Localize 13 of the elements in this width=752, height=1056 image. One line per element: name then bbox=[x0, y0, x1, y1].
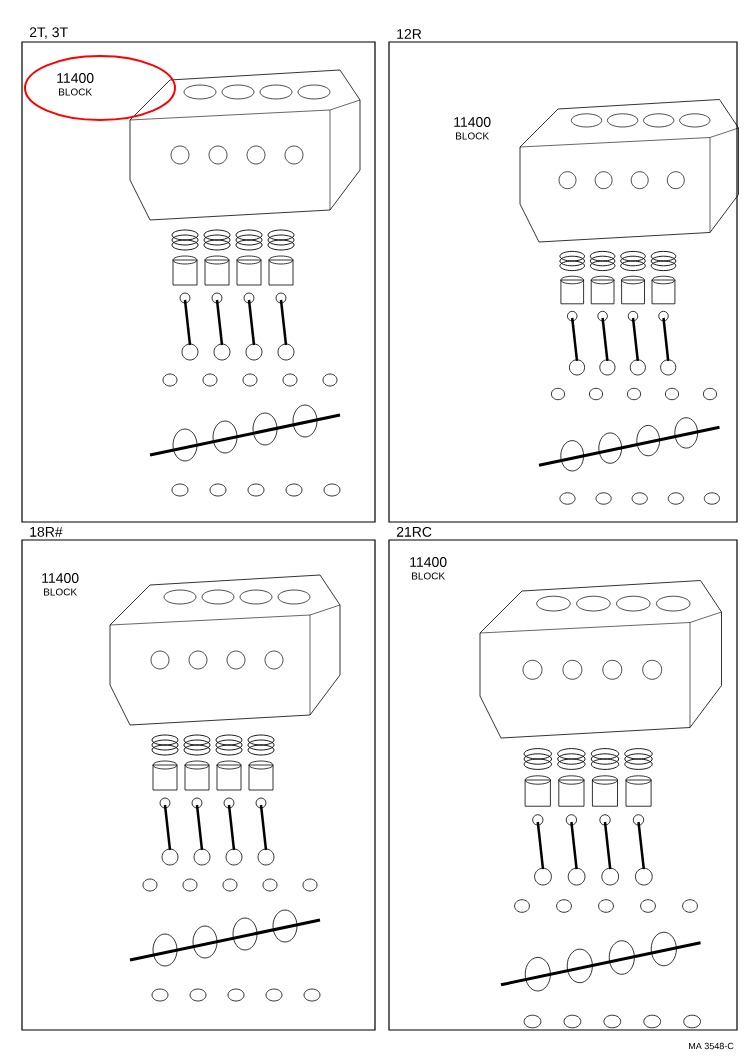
part-number: 11400 bbox=[454, 117, 491, 127]
node-label: 12R bbox=[397, 29, 422, 39]
part-name: BLOCK bbox=[456, 132, 489, 140]
part-number: 11400 bbox=[410, 557, 447, 567]
drawing-code: MA 3548-C bbox=[689, 1042, 734, 1050]
part-name: BLOCK bbox=[412, 572, 445, 580]
node-label: 2T, 3T bbox=[29, 27, 68, 39]
node-label: 21RC bbox=[396, 526, 432, 537]
node-label: 18R# bbox=[30, 526, 63, 537]
part-number: 11400 bbox=[57, 73, 94, 83]
part-name: BLOCK bbox=[44, 588, 77, 596]
part-name: BLOCK bbox=[59, 88, 92, 96]
part-number: 11400 bbox=[42, 573, 79, 583]
